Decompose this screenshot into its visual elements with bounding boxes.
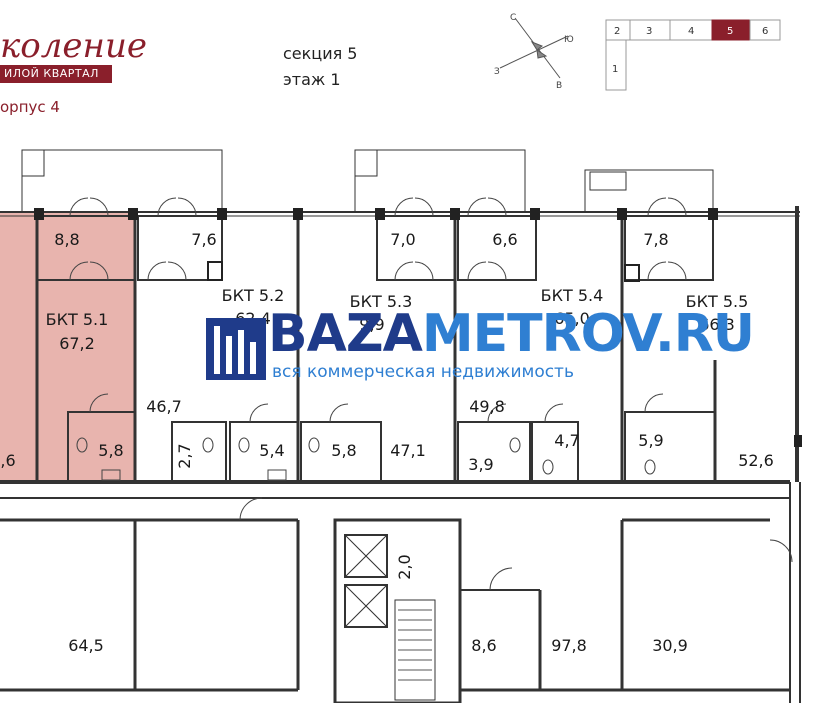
unit-name-5-1: БКТ 5.1 bbox=[46, 310, 109, 329]
toilets bbox=[76, 437, 656, 481]
unit-name-5-2: БКТ 5.2 bbox=[222, 286, 285, 305]
room-area: 52,6 bbox=[738, 451, 774, 470]
svg-text:2: 2 bbox=[614, 26, 620, 37]
section-map: 2 3 4 5 6 1 bbox=[605, 19, 781, 91]
room-area: 64,5 bbox=[68, 636, 104, 655]
brand-subtitle: ИЛОЙ КВАРТАЛ bbox=[0, 65, 112, 83]
section-label: секция 5 bbox=[283, 44, 358, 63]
svg-text:1: 1 bbox=[612, 64, 618, 75]
watermark-part2: METROV.RU bbox=[421, 304, 755, 364]
svg-text:Ю: Ю bbox=[564, 35, 574, 45]
stairs bbox=[398, 609, 432, 681]
unit-name-5-3: БКТ 5.3 bbox=[350, 292, 413, 311]
door-swings bbox=[69, 197, 793, 591]
svg-text:С: С bbox=[510, 13, 516, 23]
room-area: 5,4 bbox=[259, 441, 284, 460]
room-area: 97,8 bbox=[551, 636, 587, 655]
building-label: орпус 4 bbox=[0, 98, 60, 116]
room-area: 46,7 bbox=[146, 397, 182, 416]
floor-label: этаж 1 bbox=[283, 70, 341, 89]
svg-text:5: 5 bbox=[727, 26, 733, 37]
watermark-text: BAZAMETROV.RU bbox=[268, 308, 755, 360]
room-area: 3,9 bbox=[468, 455, 493, 474]
svg-text:В: В bbox=[556, 81, 562, 91]
room-area: 7,6 bbox=[191, 230, 216, 249]
room-area: 47,1 bbox=[390, 441, 426, 460]
columns bbox=[34, 208, 802, 447]
unit-name-5-5: БКТ 5.5 bbox=[686, 292, 749, 311]
room-area: 7,0 bbox=[390, 230, 415, 249]
watermark-logo-icon bbox=[206, 318, 266, 380]
room-area: 8,8 bbox=[54, 230, 79, 249]
svg-text:3: 3 bbox=[646, 26, 652, 37]
room-area: 6,6 bbox=[492, 230, 517, 249]
room-area: 5,8 bbox=[98, 441, 123, 460]
watermark-part1: BAZA bbox=[268, 304, 423, 364]
unit-area-5-5: 66,3 bbox=[699, 315, 735, 334]
room-area: 8,6 bbox=[471, 636, 496, 655]
unit-name-5-4: БКТ 5.4 bbox=[541, 286, 604, 305]
svg-text:6: 6 bbox=[762, 26, 768, 37]
unit-area-5-1: 67,2 bbox=[59, 334, 95, 353]
room-area: 5,9 bbox=[638, 431, 663, 450]
room-area: 4,7 bbox=[554, 431, 579, 450]
room-area: ,6 bbox=[0, 451, 15, 470]
unit-area-5-4: 65,0 bbox=[554, 309, 590, 328]
svg-text:З: З bbox=[494, 67, 500, 77]
walls bbox=[0, 149, 801, 703]
room-area: 2,0 bbox=[395, 554, 414, 579]
room-area: 5,8 bbox=[331, 441, 356, 460]
watermark-subtitle: вся коммерческая недвижимость bbox=[272, 362, 574, 382]
svg-text:4: 4 bbox=[688, 26, 694, 37]
brand-logo: коление bbox=[0, 26, 147, 66]
unit-area-5-3: 9,9 bbox=[359, 315, 384, 334]
compass-icon: С Ю З В bbox=[494, 13, 574, 91]
room-area: 7,8 bbox=[643, 230, 668, 249]
room-area: 49,8 bbox=[469, 397, 505, 416]
room-area: 2,7 bbox=[175, 443, 194, 468]
room-area: 30,9 bbox=[652, 636, 688, 655]
